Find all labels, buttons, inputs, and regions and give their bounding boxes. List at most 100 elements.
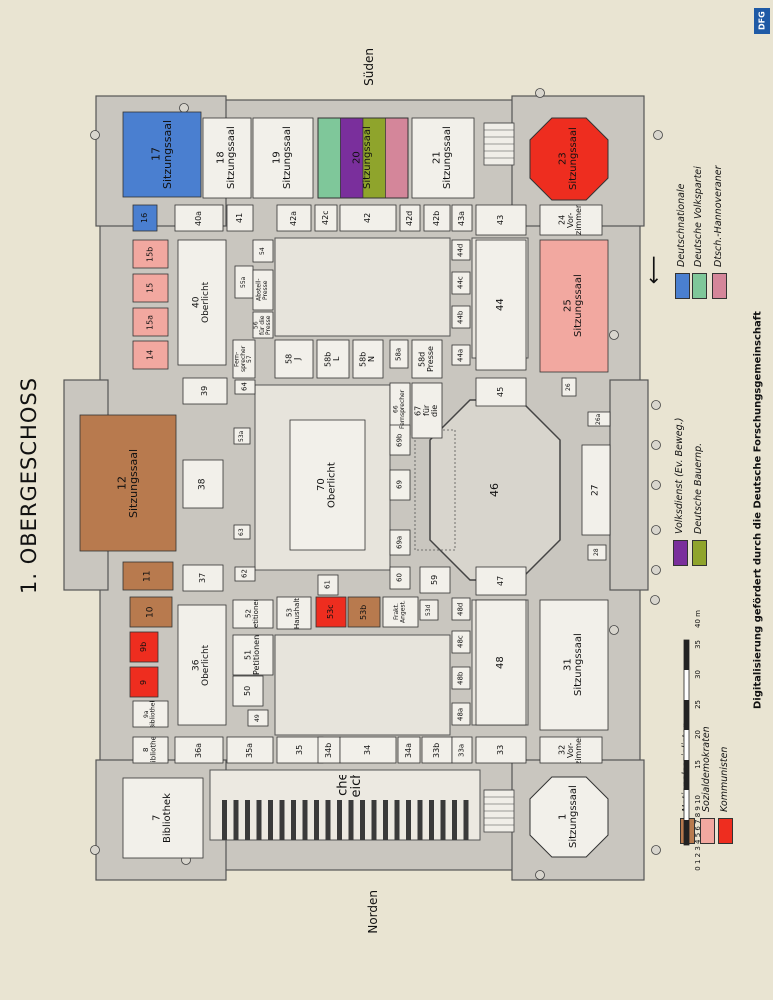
room-33b-label: 33b bbox=[431, 742, 441, 758]
room-59-label: 59 bbox=[429, 574, 439, 586]
room-48 bbox=[475, 599, 527, 726]
room-53a-label: 53a bbox=[237, 430, 245, 442]
room-56 bbox=[252, 311, 274, 339]
room-33-label: 33 bbox=[495, 744, 505, 756]
room-31-label: 31 Sitzungssaal bbox=[562, 633, 585, 697]
room-20 bbox=[317, 117, 409, 199]
book-shelf bbox=[337, 800, 342, 840]
scale-tick-label: 35 bbox=[694, 640, 702, 649]
room-67-label: 67 für die bbox=[413, 404, 440, 417]
compass-north: Norden bbox=[366, 890, 380, 934]
column bbox=[653, 130, 663, 140]
room-23-label: 23 Sitzungssaal bbox=[557, 127, 580, 191]
room-b-cher-speicher-label: Bücher - Speicher bbox=[230, 775, 470, 797]
room-36 bbox=[177, 604, 227, 726]
room-61 bbox=[317, 574, 339, 596]
room-37 bbox=[182, 564, 224, 592]
scale-tick-label: 25 bbox=[694, 700, 702, 709]
room-34a bbox=[397, 736, 421, 764]
room-58d bbox=[411, 339, 443, 379]
room-19 bbox=[252, 117, 314, 199]
room-9b bbox=[129, 631, 159, 663]
book-shelf bbox=[268, 800, 273, 840]
room-9a-label: 9a Bibliothek bbox=[143, 701, 157, 727]
room-31 bbox=[539, 599, 609, 731]
room-38 bbox=[182, 459, 224, 509]
room-39-label: 39 bbox=[199, 385, 209, 397]
legend-swatch-sozialdemokraten bbox=[700, 818, 715, 844]
east-wing-outline bbox=[609, 379, 649, 591]
room-26a bbox=[587, 411, 611, 427]
room-69a-label: 69a bbox=[395, 535, 404, 550]
room-16 bbox=[132, 204, 158, 232]
room-53-label: 53 Haushalt bbox=[285, 597, 301, 629]
room-44c bbox=[451, 271, 471, 295]
room-53b bbox=[347, 596, 381, 628]
room-53d-label: 53d bbox=[424, 604, 432, 616]
column bbox=[651, 565, 661, 575]
room-54-label: 54 bbox=[258, 247, 266, 255]
room-20-label: 20 Sitzungssaal bbox=[351, 126, 374, 190]
room-43a bbox=[451, 204, 473, 232]
room-64-label: 64 bbox=[240, 382, 249, 392]
room-abstell bbox=[252, 269, 274, 311]
room-17 bbox=[122, 111, 202, 198]
scale-tick-label: 40 m bbox=[694, 610, 702, 628]
north-arrow-icon: ⟶ bbox=[642, 255, 667, 285]
room-27 bbox=[581, 444, 611, 536]
room-46-label: 46 bbox=[488, 483, 502, 497]
room-42c-label: 42c bbox=[320, 210, 330, 226]
room-59 bbox=[419, 566, 451, 594]
room-40a-label: 40a bbox=[193, 210, 203, 226]
room-15-label: 15 bbox=[145, 282, 155, 294]
book-shelf bbox=[360, 800, 365, 840]
room-12 bbox=[79, 414, 177, 552]
book-shelf bbox=[222, 800, 227, 840]
room-70-label: 70 Oberlicht bbox=[316, 462, 338, 508]
room-55a-label: 55a bbox=[239, 276, 247, 288]
room-48a bbox=[451, 702, 471, 726]
legend-label-deutsche-volkspartei: Deutsche Volkspartei bbox=[693, 166, 704, 267]
room-14 bbox=[132, 340, 169, 370]
room-69a bbox=[389, 529, 411, 556]
room-37-label: 37 bbox=[197, 572, 207, 584]
column bbox=[535, 870, 545, 880]
room-69-label: 69 bbox=[395, 480, 404, 490]
legend-swatch-deutsche-bauernp bbox=[692, 540, 707, 566]
book-shelf bbox=[245, 800, 250, 840]
room-33a-label: 33a bbox=[457, 743, 466, 757]
room-11 bbox=[122, 561, 174, 591]
room-54 bbox=[252, 239, 274, 263]
room-58b-label: 58b N bbox=[358, 351, 376, 367]
room-24 bbox=[539, 204, 603, 236]
book-shelf bbox=[314, 800, 319, 840]
room-44b bbox=[451, 305, 471, 329]
room-15b-label: 15b bbox=[145, 246, 155, 262]
column bbox=[651, 400, 661, 410]
page-title: 1. OBERGESCHOSS bbox=[17, 376, 41, 594]
room-53d bbox=[419, 599, 439, 621]
room-44a bbox=[451, 344, 471, 366]
room-40-label: 40 Oberlicht bbox=[191, 281, 211, 324]
room-23 bbox=[529, 117, 609, 201]
book-shelf bbox=[348, 800, 354, 840]
room-15b bbox=[132, 239, 169, 269]
room-44-label: 44 bbox=[494, 298, 506, 312]
room-42 bbox=[339, 204, 397, 232]
room-34a-label: 34a bbox=[403, 742, 413, 758]
room-47 bbox=[475, 566, 527, 596]
room-52-label: 52 Petitionen bbox=[244, 600, 260, 628]
digitization-credit: Digitalisierung gefördert durch die Deut… bbox=[752, 311, 764, 709]
room-58-label: 58 J bbox=[284, 353, 302, 365]
room-45-label: 45 bbox=[495, 386, 505, 398]
room-36-label: 36 Oberlicht bbox=[191, 644, 211, 686]
room-42b-label: 42b bbox=[431, 210, 441, 226]
column bbox=[90, 130, 100, 140]
room-67 bbox=[411, 382, 443, 439]
room-48b bbox=[451, 666, 471, 690]
room-33b bbox=[421, 736, 453, 764]
room-44a-label: 44a bbox=[456, 348, 465, 362]
room-42b bbox=[423, 204, 451, 232]
room-43-label: 43 bbox=[495, 214, 505, 226]
